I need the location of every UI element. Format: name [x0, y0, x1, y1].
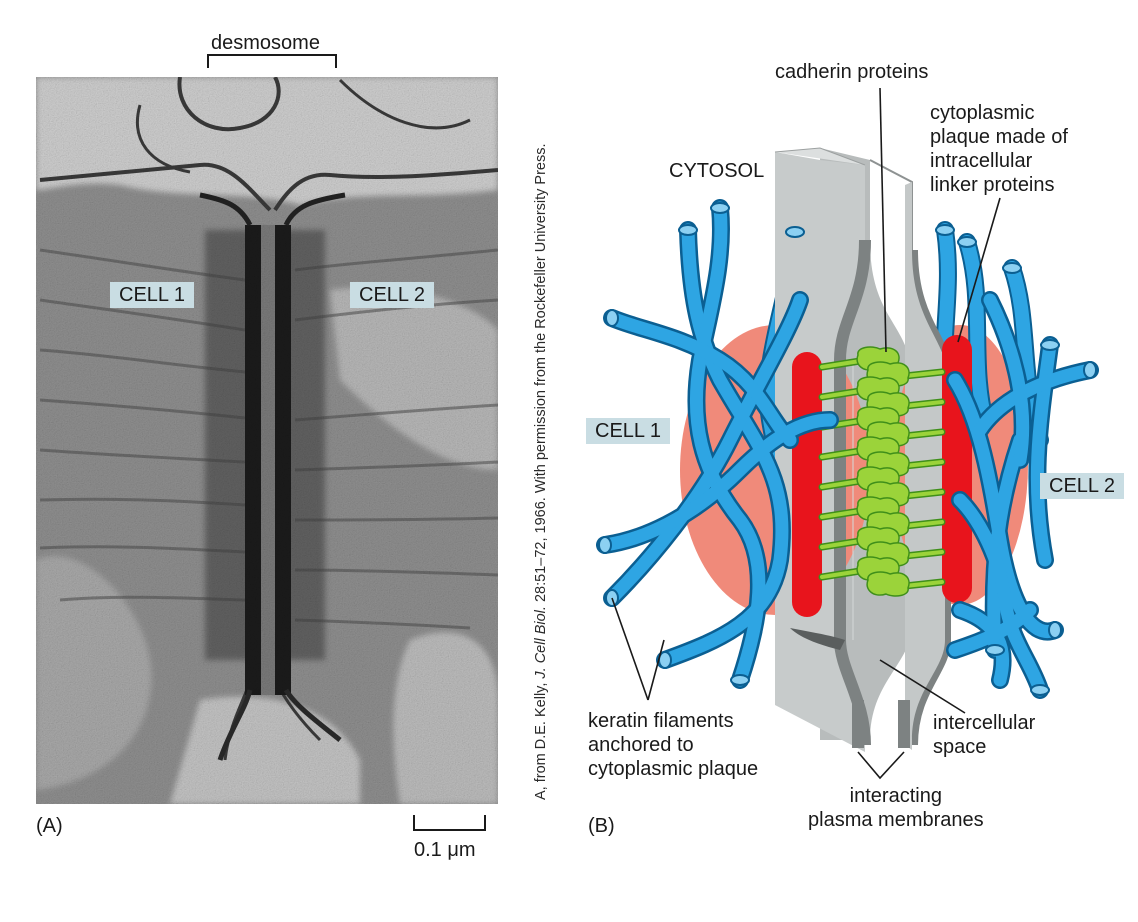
- credit-suffix: 28:51–72, 1966. With permission from the…: [533, 143, 549, 607]
- plaque-label-line-3: intracellular: [930, 150, 1033, 172]
- cadherin-stalk: [903, 490, 944, 498]
- cadherin-stalk: [820, 539, 862, 549]
- cadherin-stalk: [820, 509, 862, 519]
- intercellular-label: intercellular space: [933, 711, 1035, 759]
- cadherin-stalk: [903, 430, 944, 438]
- cadherin-stalk: [820, 389, 862, 399]
- cadherin-stalk: [903, 550, 944, 558]
- membranes-label-line-2: plasma membranes: [808, 809, 984, 831]
- plaque-label: cytoplasmic plaque made of intracellular…: [930, 101, 1068, 197]
- cadherin-stalk: [903, 370, 944, 378]
- cadherin-stalk: [903, 460, 944, 468]
- panel-b-cell2-tag: CELL 2: [1040, 473, 1124, 499]
- cytosol-label: CYTOSOL: [669, 160, 765, 182]
- desmosome-label: desmosome: [211, 32, 320, 54]
- panel-a-label: (A): [36, 815, 63, 837]
- panel-a-cell1-tag: CELL 1: [110, 282, 194, 308]
- membranes-label-line-1: interacting: [849, 785, 942, 807]
- panel-b-label: (B): [588, 815, 615, 837]
- cadherin-stalk: [903, 520, 944, 528]
- cadherin-stalk: [820, 449, 862, 459]
- scale-bar: [413, 815, 486, 831]
- intercellular-label-line-1: intercellular: [933, 712, 1036, 734]
- keratin-label-line-3: cytoplasmic plaque: [588, 758, 759, 780]
- cadherin-stalk: [820, 569, 862, 579]
- cadherin-domain: [866, 571, 910, 597]
- plaque-label-line-4: linker proteins: [930, 174, 1055, 196]
- scale-bar-label: 0.1 μm: [414, 839, 476, 861]
- cadherin-stalk: [820, 359, 862, 369]
- cadherin-proteins: [818, 346, 946, 597]
- keratin-label: keratin filaments anchored to cytoplasmi…: [588, 709, 758, 781]
- cadherin-stalk: [903, 400, 944, 408]
- image-credit: A, from D.E. Kelly, J. Cell Biol. 28:51–…: [532, 120, 550, 800]
- leader-lines: [611, 87, 1001, 780]
- cadherin-stalk: [903, 580, 944, 588]
- membranes-label: interacting plasma membranes: [808, 784, 984, 832]
- panel-a-cell2-tag: CELL 2: [350, 282, 434, 308]
- keratin-label-line-2: anchored to: [588, 734, 694, 756]
- credit-journal: J. Cell Biol.: [533, 606, 549, 679]
- panel-b-cell1-tag: CELL 1: [586, 418, 670, 444]
- schematic: [596, 87, 1099, 780]
- desmosome-bracket: [207, 54, 337, 68]
- credit-prefix: A, from D.E. Kelly,: [533, 678, 549, 800]
- plaque-left: [792, 352, 822, 617]
- plaque-label-line-1: cytoplasmic: [930, 102, 1035, 124]
- cadherin-stalk: [820, 479, 862, 489]
- keratin-label-line-1: keratin filaments: [588, 710, 734, 732]
- cadherin-label: cadherin proteins: [775, 61, 929, 83]
- micrograph: [36, 77, 498, 804]
- plaque-label-line-2: plaque made of: [930, 126, 1068, 148]
- intercellular-label-line-2: space: [933, 736, 987, 758]
